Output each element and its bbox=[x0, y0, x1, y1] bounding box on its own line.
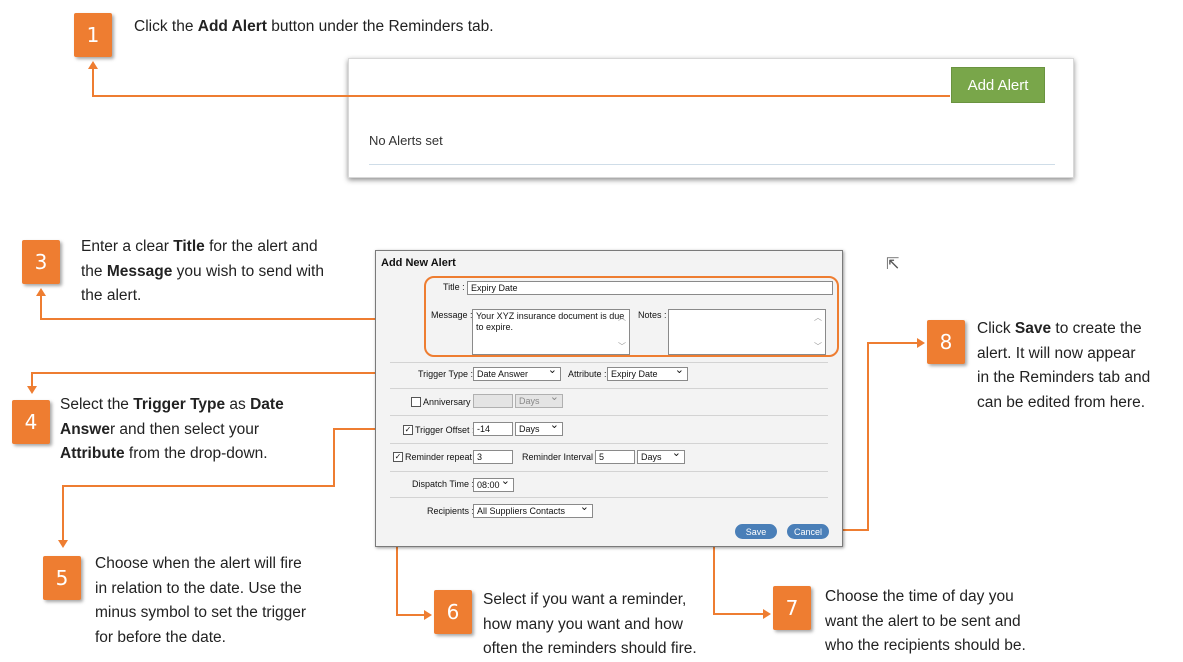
connector-4-vertical bbox=[31, 372, 33, 386]
divider bbox=[390, 415, 828, 416]
connector-5-horizontal bbox=[62, 485, 335, 487]
attribute-select[interactable]: Expiry Date bbox=[607, 367, 688, 381]
connector-8-bottom bbox=[830, 529, 868, 531]
step-6-text: Select if you want a reminder, how many … bbox=[483, 591, 697, 657]
reminder-repeat-checkbox[interactable]: ✓ bbox=[393, 452, 403, 462]
notes-label: Notes : bbox=[638, 310, 667, 320]
reminder-interval-input[interactable]: 5 bbox=[595, 450, 635, 464]
connector-8-vertical bbox=[867, 342, 869, 531]
connector-3-vertical bbox=[40, 295, 42, 319]
anniversary-input[interactable] bbox=[473, 394, 513, 408]
save-button[interactable]: Save bbox=[735, 524, 777, 539]
add-new-alert-dialog: Add New Alert Title : Expiry Date Messag… bbox=[375, 250, 843, 547]
divider bbox=[369, 164, 1055, 165]
connector-5-top bbox=[333, 428, 403, 430]
step-8-text: Click Save to create the alert. It will … bbox=[977, 320, 1151, 411]
trigger-offset-unit-select[interactable]: Days bbox=[515, 422, 563, 436]
connector-4-horizontal bbox=[31, 372, 416, 374]
recipients-select[interactable]: All Suppliers Contacts bbox=[473, 504, 593, 518]
reminders-tab-panel: Add Alert No Alerts set bbox=[348, 58, 1074, 178]
connector-1-horizontal bbox=[92, 95, 950, 97]
connector-5-left-vertical bbox=[62, 485, 64, 541]
message-label: Message : bbox=[431, 310, 473, 320]
step-3-text: Enter a clear Title for the alert and th… bbox=[81, 238, 324, 304]
step-1-badge: 1 bbox=[74, 13, 112, 57]
connector-7-vertical bbox=[713, 486, 715, 614]
message-textarea[interactable]: Your XYZ insurance document is due to ex… bbox=[472, 309, 630, 355]
step-1-text: Click the Add Alert button under the Rem… bbox=[134, 18, 494, 35]
cancel-button[interactable]: Cancel bbox=[787, 524, 829, 539]
trigger-type-select[interactable]: Date Answer bbox=[473, 367, 561, 381]
connector-8-top bbox=[867, 342, 917, 344]
trigger-offset-input[interactable]: -14 bbox=[473, 422, 513, 436]
scroll-up-icon[interactable]: ︿ bbox=[618, 313, 626, 322]
dialog-title: Add New Alert bbox=[381, 257, 456, 269]
divider bbox=[390, 362, 828, 363]
step-number: 1 bbox=[86, 23, 100, 47]
notes-textarea[interactable]: ︿ ﹀ bbox=[668, 309, 826, 355]
reminder-interval-unit-select[interactable]: Days bbox=[637, 450, 685, 464]
trigger-offset-label: Trigger Offset : bbox=[415, 425, 475, 435]
dispatch-time-label: Dispatch Time : bbox=[412, 479, 475, 489]
step-8-badge: 8 bbox=[927, 320, 965, 364]
divider bbox=[390, 443, 828, 444]
anniversary-checkbox[interactable] bbox=[411, 397, 421, 407]
scroll-down-icon[interactable]: ﹀ bbox=[618, 342, 626, 351]
recipients-label: Recipients : bbox=[427, 506, 475, 516]
connector-4-arrowhead bbox=[27, 386, 37, 394]
reminder-interval-label: Reminder Interval : bbox=[522, 452, 599, 462]
attribute-label: Attribute : bbox=[568, 369, 607, 379]
divider bbox=[390, 388, 828, 389]
mouse-cursor-icon: ⇱ bbox=[886, 256, 900, 273]
reminder-repeat-label: Reminder repeat : bbox=[405, 452, 478, 462]
connector-1-arrowhead bbox=[88, 61, 98, 69]
trigger-offset-checkbox[interactable]: ✓ bbox=[403, 425, 413, 435]
step-5-badge: 5 bbox=[43, 556, 81, 600]
connector-6-arrowhead bbox=[424, 610, 432, 620]
connector-5-right-vertical bbox=[333, 428, 335, 486]
step-6-badge: 6 bbox=[434, 590, 472, 634]
connector-8-arrowhead bbox=[917, 338, 925, 348]
scroll-down-icon[interactable]: ﹀ bbox=[814, 342, 822, 351]
step-3-badge: 3 bbox=[22, 240, 60, 284]
title-label: Title : bbox=[443, 282, 465, 292]
step-5-text: Choose when the alert will fire in relat… bbox=[95, 555, 307, 646]
connector-7-arrowhead bbox=[763, 609, 771, 619]
connector-7-horizontal bbox=[713, 613, 764, 615]
title-input[interactable]: Expiry Date bbox=[467, 281, 833, 295]
connector-5-arrowhead bbox=[58, 540, 68, 548]
dispatch-time-select[interactable]: 08:00 bbox=[473, 478, 514, 492]
connector-3-horizontal bbox=[40, 318, 425, 320]
anniversary-unit-select[interactable]: Days bbox=[515, 394, 563, 408]
trigger-type-label: Trigger Type : bbox=[418, 369, 474, 379]
step-4-text: Select the Trigger Type as Date Answer a… bbox=[60, 396, 284, 462]
reminder-repeat-input[interactable]: 3 bbox=[473, 450, 513, 464]
anniversary-label: Anniversary : bbox=[423, 397, 476, 407]
divider bbox=[390, 471, 828, 472]
connector-6-horizontal bbox=[396, 614, 424, 616]
step-7-text: Choose the time of day you want the aler… bbox=[825, 588, 1026, 654]
title-message-highlight bbox=[424, 276, 839, 357]
add-alert-button[interactable]: Add Alert bbox=[951, 67, 1045, 103]
step-7-badge: 7 bbox=[773, 586, 811, 630]
divider bbox=[390, 497, 828, 498]
step-4-badge: 4 bbox=[12, 400, 50, 444]
connector-3-arrowhead bbox=[36, 288, 46, 296]
scroll-up-icon[interactable]: ︿ bbox=[814, 313, 822, 322]
no-alerts-text: No Alerts set bbox=[369, 133, 443, 148]
connector-1-vertical bbox=[92, 68, 94, 95]
